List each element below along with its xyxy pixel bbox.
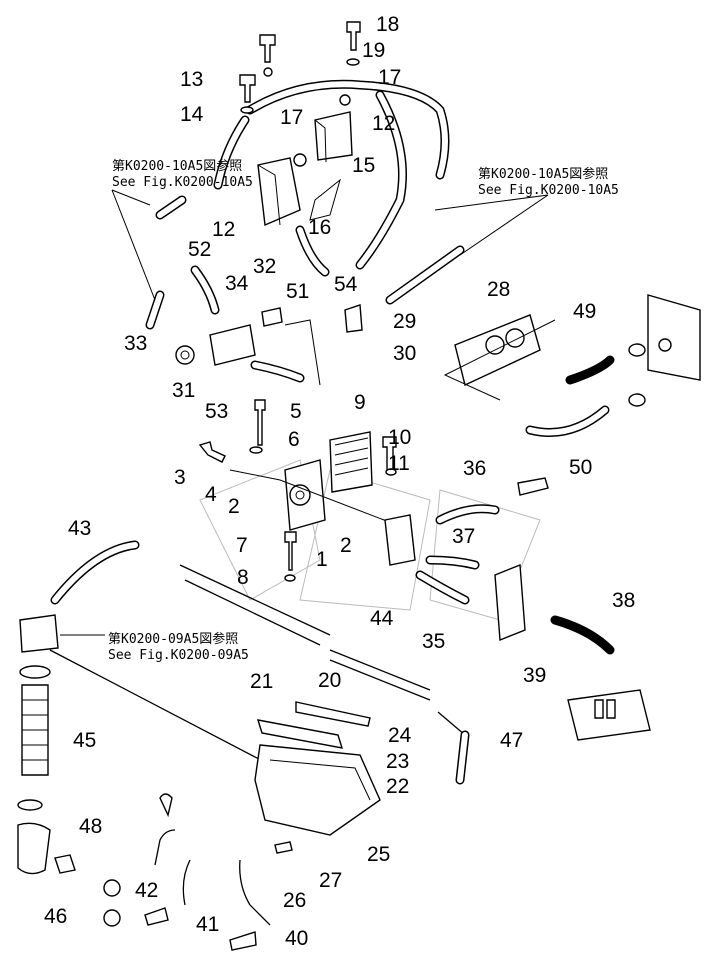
part-label-23: 23 — [386, 750, 409, 773]
part-label-17: 17 — [378, 66, 401, 89]
part-label-7: 7 — [236, 534, 248, 557]
ref-en-1: See Fig.K0200-10A5 — [112, 175, 253, 190]
part-label-20: 20 — [318, 669, 341, 692]
upper-box-parts — [239, 21, 361, 227]
part-label-5: 5 — [290, 400, 302, 423]
part-label-34: 34 — [225, 272, 249, 295]
part-label-26: 26 — [283, 889, 306, 912]
part-label-3: 3 — [174, 466, 186, 489]
small-hoses — [144, 793, 293, 951]
heater-unit — [198, 399, 416, 582]
part-label-12: 12 — [212, 218, 235, 241]
part-label-33: 33 — [124, 332, 147, 355]
part-label-12: 12 — [372, 112, 395, 135]
part-label-18: 18 — [376, 13, 399, 36]
part-label-8: 8 — [237, 566, 249, 589]
part-label-9: 9 — [354, 391, 366, 414]
part-label-31: 31 — [172, 379, 195, 402]
part-label-21: 21 — [250, 670, 273, 693]
part-label-50: 50 — [569, 456, 592, 479]
leader-lines — [60, 189, 549, 636]
part-label-35: 35 — [422, 630, 445, 653]
part-label-4: 4 — [205, 483, 217, 506]
part-label-36: 36 — [463, 457, 486, 480]
part-label-39: 39 — [523, 664, 546, 687]
part-label-16: 16 — [308, 216, 331, 239]
part-label-28: 28 — [487, 278, 510, 301]
part-label-54: 54 — [334, 273, 358, 296]
part-label-10: 10 — [388, 426, 411, 449]
part-label-41: 41 — [196, 913, 219, 936]
part-label-13: 13 — [180, 68, 203, 91]
part-label-48: 48 — [79, 815, 102, 838]
part-label-46: 46 — [44, 905, 67, 928]
reference-labels: 第K0200-10A5図参照 See Fig.K0200-10A5 第K0200… — [108, 158, 619, 663]
part-label-29: 29 — [393, 310, 416, 333]
part-label-51: 51 — [286, 280, 309, 303]
ref-jp-3: 第K0200-09A5図参照 — [108, 631, 238, 647]
part-label-24: 24 — [388, 724, 412, 747]
right-middle-hoses — [415, 477, 651, 741]
part-label-2: 2 — [340, 534, 352, 557]
part-label-49: 49 — [573, 300, 596, 323]
part-label-15: 15 — [352, 154, 375, 177]
part-label-44: 44 — [370, 607, 394, 630]
part-label-27: 27 — [319, 869, 342, 892]
part-label-42: 42 — [135, 879, 158, 902]
part-label-53: 53 — [205, 400, 228, 423]
part-label-30: 30 — [393, 342, 416, 365]
ref-jp-1: 第K0200-10A5図参照 — [112, 158, 242, 174]
part-label-43: 43 — [68, 517, 91, 540]
part-label-40: 40 — [285, 927, 308, 950]
part-label-1: 1 — [316, 548, 328, 571]
duct-and-hoses — [443, 294, 701, 437]
part-label-2: 2 — [228, 495, 240, 518]
part-label-25: 25 — [367, 843, 390, 866]
part-label-6: 6 — [288, 428, 300, 451]
part-label-17: 17 — [280, 106, 303, 129]
part-label-22: 22 — [386, 775, 409, 798]
part-label-19: 19 — [362, 39, 385, 62]
ref-en-3: See Fig.K0200-09A5 — [108, 648, 249, 663]
part-label-45: 45 — [73, 729, 96, 752]
part-label-14: 14 — [180, 103, 204, 126]
ref-en-2: See Fig.K0200-10A5 — [478, 183, 619, 198]
part-label-47: 47 — [500, 729, 523, 752]
part-label-38: 38 — [612, 589, 635, 612]
part-label-37: 37 — [452, 525, 475, 548]
lower-tubes — [19, 540, 470, 836]
ref-jp-2: 第K0200-10A5図参照 — [478, 166, 608, 182]
part-label-52: 52 — [188, 238, 211, 261]
part-label-11: 11 — [388, 452, 410, 475]
upper-tube-frame — [155, 79, 465, 305]
left-lower-parts — [17, 665, 121, 927]
left-middle-parts — [145, 265, 363, 386]
part-label-32: 32 — [253, 255, 276, 278]
